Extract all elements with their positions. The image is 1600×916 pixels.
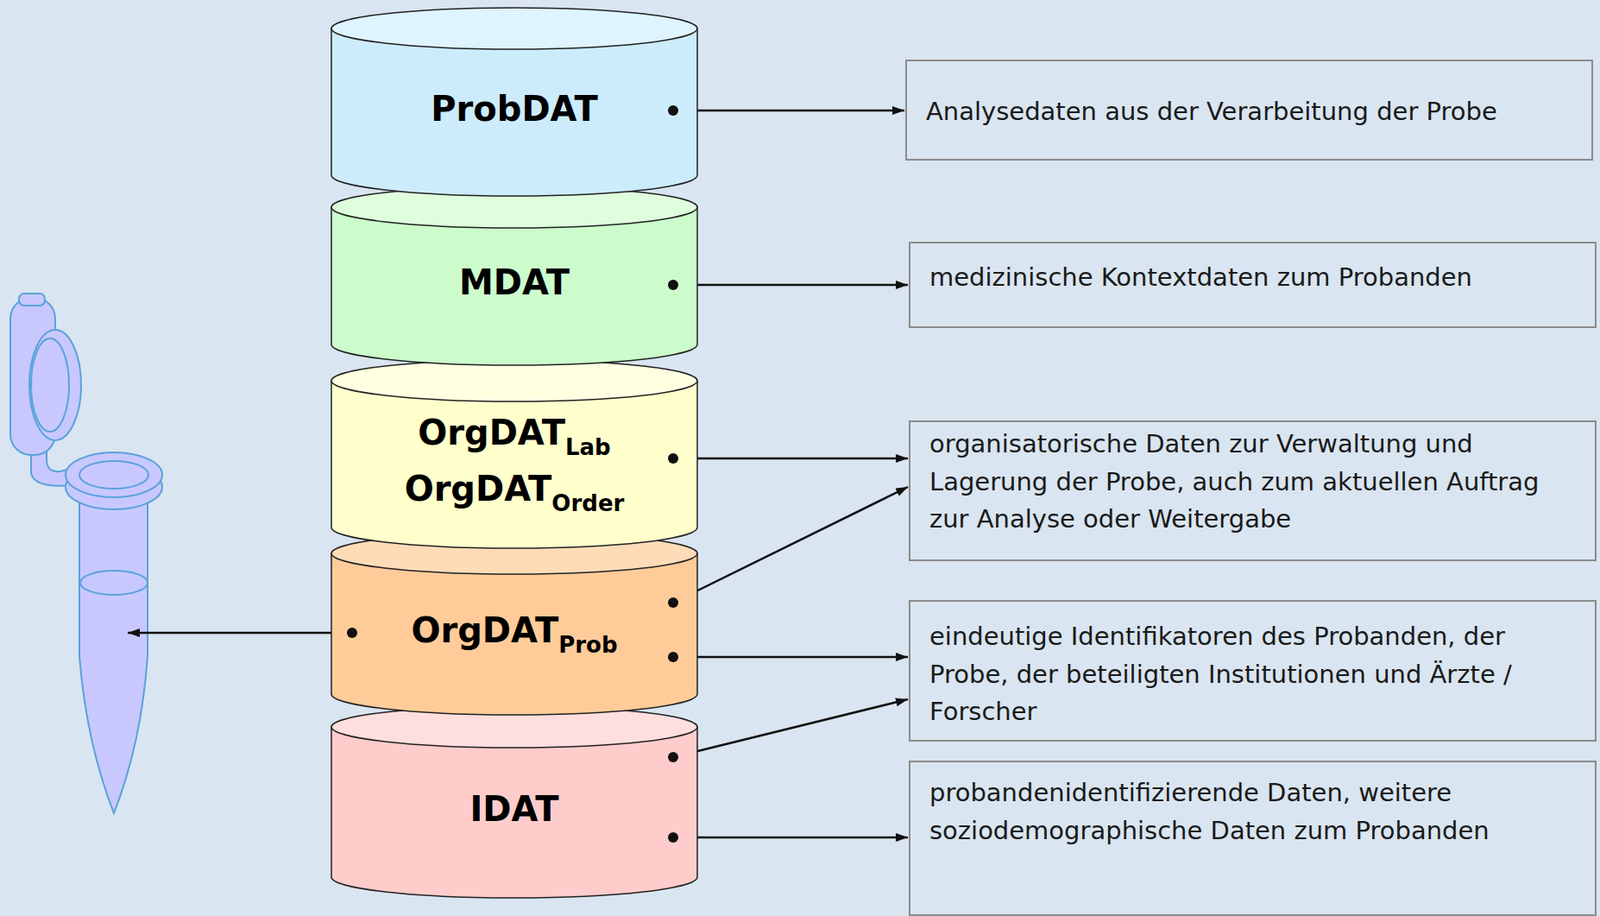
cylinder-label: OrgDATLabOrgDATOrder <box>331 359 698 549</box>
cylinder-body <box>331 207 698 366</box>
label-line: OrgDATLab <box>417 408 611 465</box>
cylinder-body <box>331 28 698 196</box>
description-text: organisatorische Daten zur Verwaltung un… <box>929 425 1576 539</box>
sample-arrow <box>127 631 353 635</box>
label-line: IDAT <box>469 784 559 841</box>
cylinder-body <box>331 553 698 715</box>
tube-lid-ring <box>31 338 70 432</box>
layer-name: MDAT <box>459 262 570 303</box>
tube-opening <box>79 460 149 489</box>
connector-arrow <box>673 457 908 460</box>
label-line: OrgDATProb <box>410 605 618 662</box>
cylinder-top <box>331 705 698 748</box>
connector-arrow <box>673 699 908 757</box>
description-box: probandenidentifizierende Daten, weitere… <box>908 760 1597 916</box>
cylinder-top <box>331 359 698 402</box>
connector-dot <box>667 597 679 608</box>
description-box: medizinische Kontextdaten zum Probanden <box>908 241 1597 328</box>
connector-dot <box>667 105 679 116</box>
description-text: probandenidentifizierende Daten, weitere… <box>929 774 1576 850</box>
connector-arrow <box>673 836 908 839</box>
database-cylinder: ProbDAT <box>331 7 698 196</box>
cylinder-label: IDAT <box>331 705 698 898</box>
description-box: Analysedaten aus der Verarbeitung der Pr… <box>905 59 1594 161</box>
cylinder-top <box>331 186 698 228</box>
layer-subscript: Order <box>551 490 624 517</box>
connector-arrow <box>673 109 905 113</box>
connector-arrow <box>673 486 908 603</box>
database-cylinder: OrgDATProb <box>331 532 698 715</box>
description-box: eindeutige Identifikatoren des Probanden… <box>908 599 1597 742</box>
connector-arrow <box>673 283 908 287</box>
description-box: organisatorische Daten zur Verwaltung un… <box>908 420 1597 561</box>
layer-subscript: Prob <box>558 631 618 658</box>
cylinder-top <box>331 532 698 574</box>
label-line: ProbDAT <box>430 84 599 141</box>
tube-rim <box>65 452 163 498</box>
cylinder-top <box>331 7 698 50</box>
cylinder-body <box>331 726 698 898</box>
layer-subscript: Lab <box>565 434 612 460</box>
description-text: Analysedaten aus der Verarbeitung der Pr… <box>925 93 1573 132</box>
connector-dot <box>667 279 679 290</box>
connector-dot <box>667 453 679 464</box>
layer-name: IDAT <box>469 788 559 829</box>
description-text: medizinische Kontextdaten zum Probanden <box>929 258 1576 297</box>
cylinder-label: ProbDAT <box>331 7 698 196</box>
connector-dot <box>346 627 358 638</box>
cylinder-body <box>331 380 698 549</box>
database-cylinder: OrgDATLabOrgDATOrder <box>331 359 698 549</box>
cylinder-label: OrgDATProb <box>331 532 698 715</box>
connector-dot <box>667 751 679 763</box>
tube-lid-tab <box>18 293 45 306</box>
connector-dot <box>667 651 679 662</box>
connector-arrow <box>673 655 908 659</box>
connector-dot <box>667 831 679 843</box>
description-text: eindeutige Identifikatoren des Probanden… <box>929 617 1576 731</box>
tube-lid-plug <box>29 329 82 441</box>
tube-body <box>79 479 148 813</box>
layer-name: ProbDAT <box>430 88 599 129</box>
cylinder-label: MDAT <box>331 186 698 366</box>
label-line: OrgDATOrder <box>404 464 625 521</box>
layer-name: OrgDAT <box>404 468 553 509</box>
tube-fill-level <box>80 570 148 595</box>
layer-name: OrgDAT <box>410 610 559 650</box>
cylinder-shape <box>331 359 698 549</box>
layer-name: OrgDAT <box>417 412 566 453</box>
database-cylinder: MDAT <box>331 186 698 366</box>
label-line: MDAT <box>459 258 570 315</box>
database-cylinder: IDAT <box>331 705 698 898</box>
